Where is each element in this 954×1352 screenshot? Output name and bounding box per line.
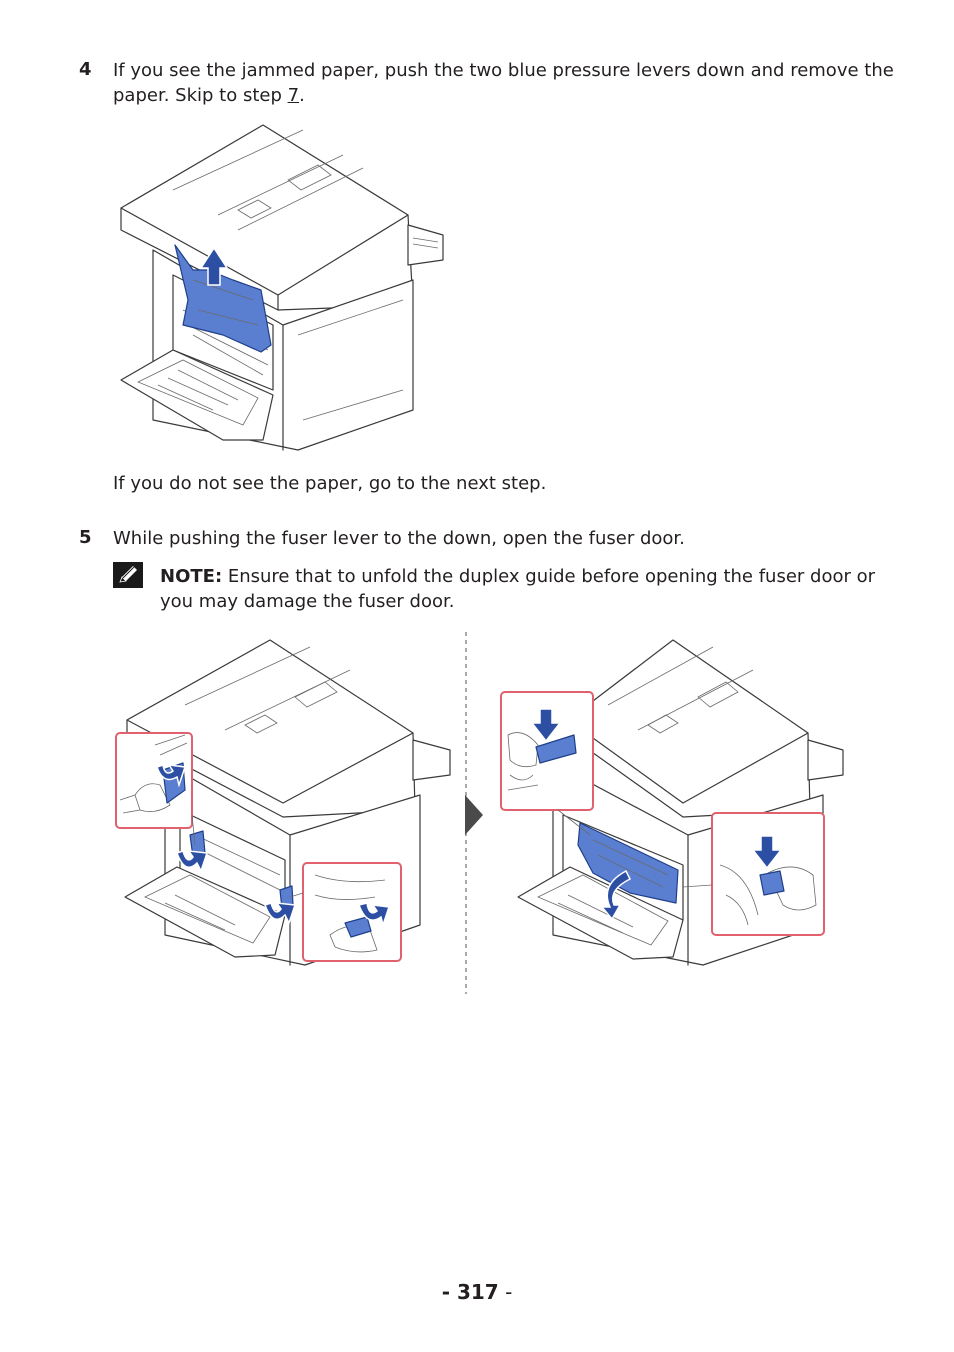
step-4-text: If you see the jammed paper, push the tw…: [113, 58, 903, 108]
step-4-number: 4: [79, 59, 92, 80]
step-4-text-before: If you see the jammed paper, push the tw…: [113, 60, 894, 106]
page-number: - 317 -: [0, 1280, 954, 1304]
note-pencil-icon: [113, 562, 143, 588]
printer-fuser-door-illustration: [500, 639, 844, 966]
next-step-triangle-icon: [465, 795, 483, 835]
printer-jammed-paper-illustration: [120, 124, 444, 451]
note-label: NOTE:: [160, 566, 223, 587]
printer-levers-illustration: [115, 639, 451, 966]
step-5-text: While pushing the fuser lever to the dow…: [113, 528, 685, 549]
note-text: NOTE: Ensure that to unfold the duplex g…: [160, 564, 900, 614]
page-number-value: - 317: [441, 1280, 499, 1304]
note-body: Ensure that to unfold the duplex guide b…: [160, 566, 876, 612]
step-5-number: 5: [79, 527, 92, 548]
step-4-followup: If you do not see the paper, go to the n…: [113, 473, 547, 494]
step-4-text-after: .: [299, 85, 305, 106]
page-number-suffix: -: [498, 1280, 513, 1304]
step-7-link[interactable]: 7: [287, 85, 300, 106]
